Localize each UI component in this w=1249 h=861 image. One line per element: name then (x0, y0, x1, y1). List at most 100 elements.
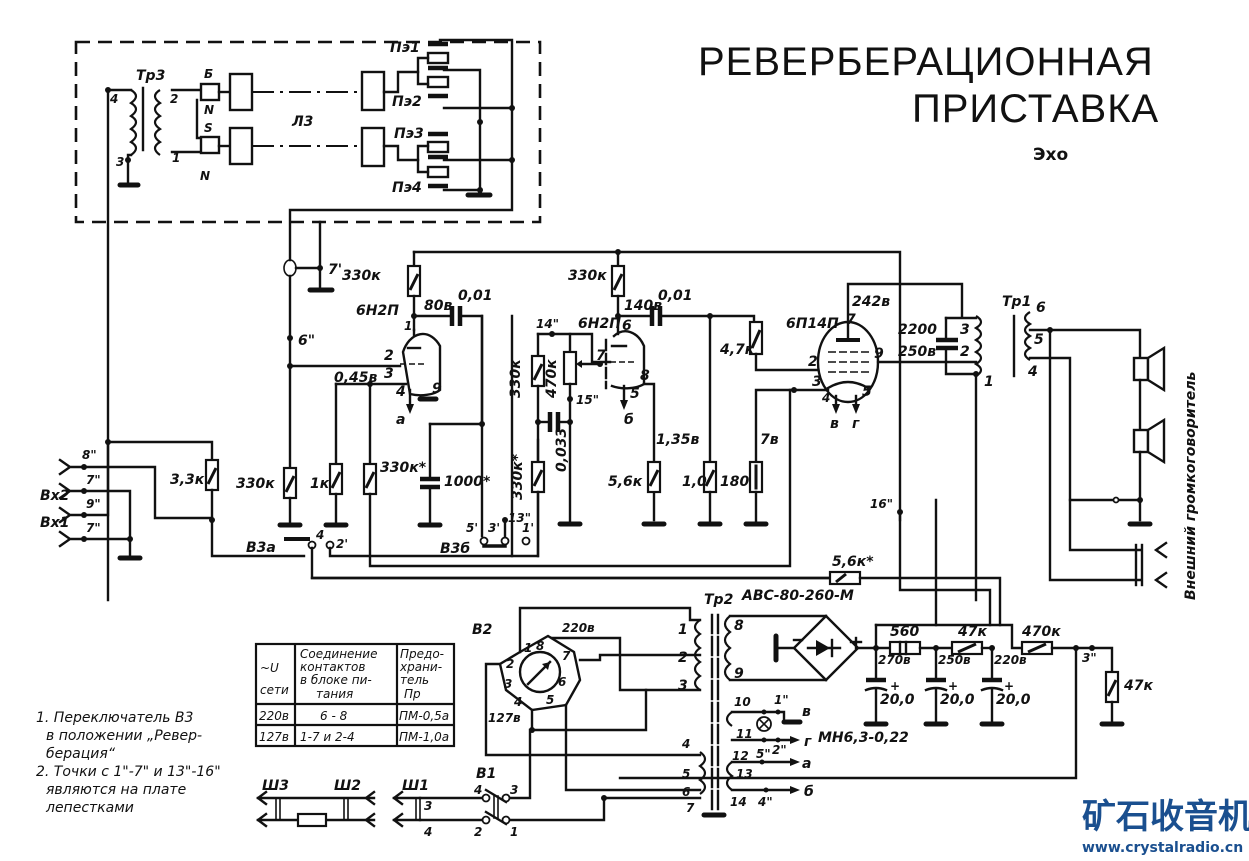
node (125, 157, 131, 163)
th-col2-line1: Соединение (300, 647, 377, 661)
r-47k-out-label: 47к (1123, 678, 1153, 694)
wire (660, 314, 756, 324)
b3b-contact-3p: 3' (488, 521, 500, 535)
reverb-unit-border (74, 40, 542, 224)
switch-b3b-label: В3б (440, 541, 470, 557)
heater-v-out: в (802, 704, 811, 720)
th-col1-line2: сети (260, 683, 289, 697)
plug-pin-3: 3 (424, 799, 432, 813)
tube3-pin-9: 9 (874, 346, 884, 362)
switch-contact[interactable] (481, 793, 491, 803)
arrow-icon (620, 400, 628, 410)
note-line: лепестками (45, 800, 134, 816)
pot-wiper-icon (576, 360, 582, 368)
tr1-pin-5: 5 (1034, 332, 1044, 348)
switch-contact[interactable] (521, 536, 531, 546)
note-line: в положении „Ревер- (46, 728, 202, 744)
magnet-top (199, 82, 221, 102)
watermark-cn: 矿石收音机 (1082, 797, 1249, 837)
tube3-cathode (826, 380, 870, 390)
tr3-pin-2: 2 (170, 92, 178, 106)
b2-pin-4: 4 (513, 695, 522, 709)
speaker-2-cone (1146, 417, 1166, 465)
piezo-stack-top (426, 41, 450, 99)
tube3-pin-4: 4 (821, 391, 830, 405)
tr1-pin-3: 3 (960, 322, 970, 338)
r-330k-star-label: 330к* (380, 460, 427, 476)
potentiometer-470k[interactable] (562, 350, 578, 386)
v-270: 270в (878, 653, 911, 667)
r-47k-filter-label: 47к (957, 624, 987, 640)
wire (310, 546, 832, 580)
switch-contact[interactable] (479, 536, 489, 546)
power-switch-lever[interactable] (484, 788, 508, 804)
table-border (254, 642, 456, 748)
ext-speaker-label: Внешний громкоговоритель (1183, 372, 1199, 600)
tr1-label: Тр1 (1002, 294, 1031, 310)
mains-table: ~U сети Соединение контактов в блоке пи-… (254, 642, 456, 748)
r-plate2-label: 330к (568, 268, 607, 284)
speaker-2-icon (1132, 428, 1150, 454)
tube1-envelope (401, 328, 442, 397)
wire (416, 70, 430, 86)
cathode-cap-label: 1,0 (682, 474, 707, 490)
tr2-pin-12: 12 (732, 749, 749, 763)
node (477, 119, 483, 125)
lamp-label: МН6,3-0,22 (818, 730, 909, 746)
th-col1-line1: ~U (260, 661, 279, 675)
wire (754, 352, 820, 372)
ext-speaker-jack-icon[interactable] (1153, 571, 1168, 589)
tube2-pin-6: 6 (622, 318, 632, 334)
wire (578, 653, 702, 662)
th-col2-line4: тания (316, 687, 353, 701)
wire (550, 636, 702, 692)
tube1-pin-4: 4 (395, 384, 406, 400)
b3b-contact-5p: 5' (466, 521, 478, 535)
pt-15dq: 15" (576, 393, 599, 407)
wire (484, 662, 702, 757)
wire-cathode3 (754, 388, 830, 464)
tr2-filament-winding (725, 761, 734, 791)
table-cell: ПМ-1,0а (399, 730, 449, 744)
tr1-pin-1: 1 (984, 374, 994, 390)
tube1-pin-2: 2 (384, 348, 394, 364)
heater-v-label: в (830, 416, 839, 432)
table-cell: ПМ-0,5а (399, 709, 449, 723)
plate3-voltage: 242в (852, 294, 890, 310)
notes: 1. Переключатель В3 в положении „Ревер- … (36, 710, 221, 816)
plug-sh2-label: Ш2 (334, 778, 361, 794)
b2-pin-2: 2 (506, 657, 514, 671)
tr3-secondary-coil (153, 89, 163, 156)
b3b-contact-13dq: 13" (508, 511, 531, 525)
wire (898, 510, 992, 627)
wire (1028, 328, 1142, 362)
transducer-input-1 (228, 72, 254, 112)
tube3: 1,0 4,7к 242в 6П14П 7 9 2 3 4 5 в г 7в 1… (682, 282, 978, 527)
tr3-pin-4: 4 (109, 92, 118, 106)
delay-line-label: Л3 (291, 114, 313, 130)
title-line1: РЕВЕРБЕРАЦИОННАЯ (698, 40, 1154, 84)
tube2: 330к 140в 0,01 6Н2П 6 7 8 5 б 1,35в 5,6к… (508, 249, 756, 558)
pt-1dq: 1" (774, 693, 789, 707)
cap1-label: 0,01 (458, 288, 493, 304)
ext-speaker-jack-icon[interactable] (1153, 541, 1168, 559)
r-feedback-label: 5,6к* (832, 554, 874, 570)
switch-b3a-label: В3а (246, 540, 276, 556)
cap-b-label: 20,0 (940, 692, 975, 708)
wire (858, 576, 1002, 627)
wire (82, 489, 132, 557)
plug-sh1-label: Ш1 (402, 778, 429, 794)
pt-3dq: 3" (1082, 651, 1097, 665)
power-switch-label: В1 (476, 766, 496, 782)
switch-contact[interactable] (481, 815, 491, 825)
wire (618, 646, 1078, 780)
plate1-voltage: 80в (424, 298, 452, 314)
svg-text:+: + (890, 679, 900, 693)
pole-s: S (204, 121, 213, 135)
selector-b2-dial[interactable] (518, 650, 562, 694)
switch-contact[interactable] (500, 536, 510, 546)
power-switch-lever[interactable] (484, 810, 508, 826)
b3a-contact-4: 4 (315, 528, 324, 542)
th-col3-line1: Предо- (400, 647, 444, 661)
node (477, 187, 483, 193)
